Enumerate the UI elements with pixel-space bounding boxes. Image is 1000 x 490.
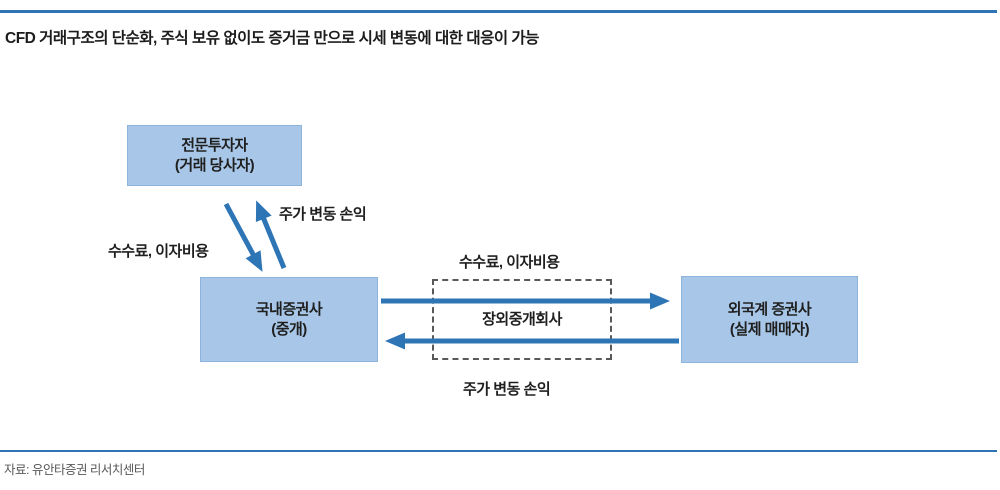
arrow-domestic-to-investor [255,200,287,269]
bottom-divider [0,450,997,452]
node-domestic-broker: 국내증권사 (중개) [200,277,378,362]
source-note: 자료: 유안타증권 리서치센터 [4,463,145,477]
node-label-line1: 전문투자자 [181,137,248,154]
top-divider [0,10,997,13]
node-label-line2: (실제 매매자) [729,320,810,338]
node-label-line2: (거래 당사자) [174,156,255,174]
label-broker-gain: 주가 변동 손익 [463,381,551,398]
label-investor-fee: 수수료, 이자비용 [108,243,209,260]
label-investor-gain: 주가 변동 손익 [279,206,367,223]
node-professional-investor: 전문투자자 (거래 당사자) [127,125,302,186]
node-foreign-broker: 외국계 증권사 (실제 매매자) [681,276,858,363]
node-otc-intermediary: 장외중개회사 [432,279,612,360]
arrow-investor-to-domestic [223,202,263,272]
node-label-line2: (중개) [271,320,307,338]
node-label-line1: 장외중개회사 [482,310,562,328]
figure-title: CFD 거래구조의 단순화, 주식 보유 없이도 증거금 만으로 시세 변동에 … [5,30,539,47]
node-label-line1: 국내증권사 [255,301,323,318]
node-label-line1: 외국계 증권사 [727,301,812,318]
label-broker-fee: 수수료, 이자비용 [459,254,560,271]
